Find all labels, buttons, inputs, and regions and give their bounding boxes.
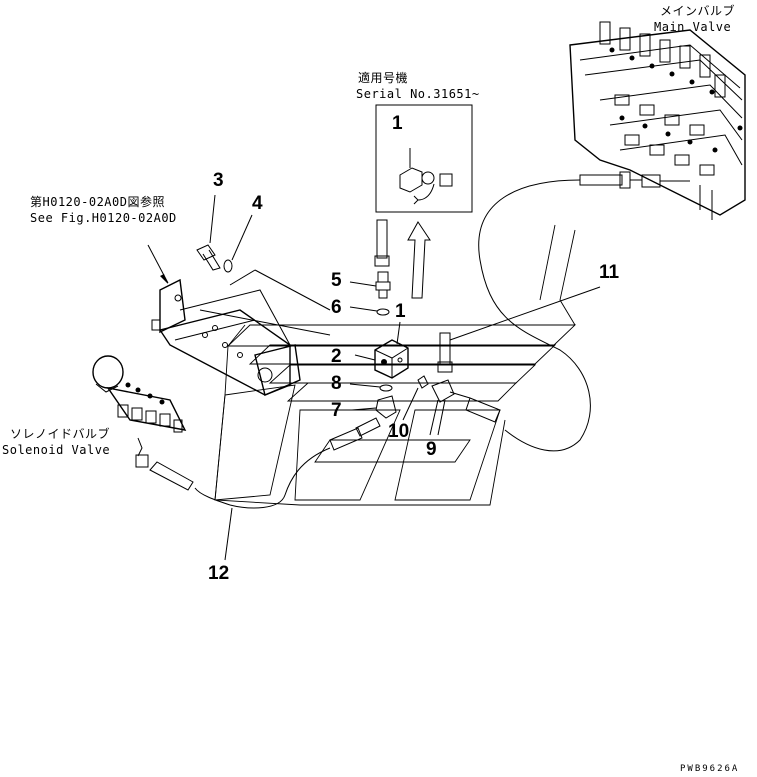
upper-pipe (374, 219, 390, 267)
callout-10: 10 (388, 421, 410, 442)
o-ring-8 (349, 383, 393, 392)
callout-2: 2 (331, 346, 342, 367)
callout-1-inset: 1 (392, 113, 403, 134)
callout-7: 7 (331, 400, 342, 421)
fitting-9 (429, 379, 501, 436)
callout-4: 4 (252, 193, 263, 214)
right-pipe (437, 286, 601, 373)
watermark-emblem (214, 224, 577, 506)
serial-label-en: Serial No.31651~ (356, 87, 480, 101)
main-valve-label-jp: メインバルブ (660, 4, 736, 18)
bracket-assembly (147, 244, 331, 396)
callout-5: 5 (331, 270, 342, 291)
fig-ref-label-en: See Fig.H0120-02A0D (30, 211, 177, 225)
plug-10 (402, 375, 429, 421)
fig-ref-label-jp: 第H0120-02A0D図参照 (30, 195, 165, 209)
hose-12 (135, 417, 381, 561)
callout-11: 11 (599, 262, 620, 283)
callout-3: 3 (213, 170, 224, 191)
leader-1 (396, 321, 401, 345)
hose-11-line (478, 179, 591, 452)
washer-4 (223, 214, 253, 273)
serial-label-jp: 適用号機 (358, 71, 409, 85)
callout-8: 8 (331, 373, 342, 394)
main-valve-assembly (569, 21, 746, 220)
callout-6: 6 (331, 297, 342, 318)
main-valve-fitting (579, 171, 690, 189)
elbow-7 (351, 395, 397, 419)
solenoid-valve (92, 355, 187, 457)
o-ring-6 (349, 306, 390, 316)
callout-9: 9 (426, 439, 437, 460)
junction-block-2 (354, 339, 409, 379)
bolt-3 (196, 194, 221, 271)
callout-1: 1 (395, 301, 406, 322)
hollow-arrow (407, 221, 431, 299)
drawing-code: PWB9626A (680, 764, 740, 774)
callout-12: 12 (208, 563, 230, 584)
inset-box (375, 104, 473, 213)
adapter-5 (349, 271, 391, 299)
solenoid-label-jp: ソレノイドバルブ (10, 427, 111, 441)
main-valve-label-en: Main Valve (654, 20, 732, 34)
solenoid-label-en: Solenoid Valve (2, 443, 111, 457)
